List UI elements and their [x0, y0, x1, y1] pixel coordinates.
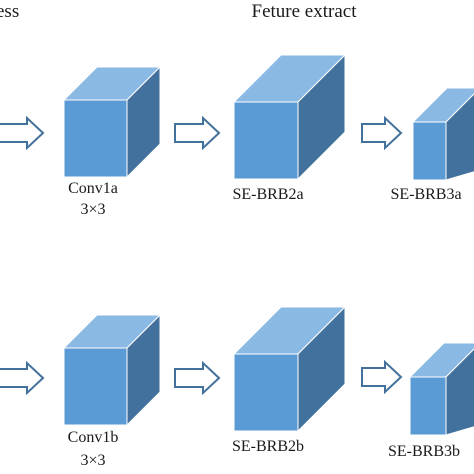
- block-label-conv1a: Conv1a: [68, 180, 118, 197]
- flow-arrow: [0, 360, 45, 396]
- block-label-se-brb2b: SE-BRB2b: [232, 438, 304, 455]
- block-label-se-brb3b: SE-BRB3b: [388, 443, 460, 460]
- flow-arrow: [174, 360, 221, 396]
- conv1a-block: [62, 65, 162, 179]
- se-brb2a-block: [232, 53, 347, 181]
- flow-arrow: [0, 115, 45, 151]
- block-front-face: [63, 99, 128, 178]
- block-front-face: [63, 347, 128, 426]
- block-label-conv1b: Conv1b: [68, 429, 119, 446]
- row-b: Conv1b 3×3 SE-BRB2b SE-BRB3b: [0, 305, 474, 469]
- block-front-face: [233, 353, 299, 432]
- se-brb3b-block: [408, 342, 474, 436]
- se-brb3a-block: [411, 87, 474, 181]
- se-brb2b-block: [232, 305, 347, 433]
- block-front-face: [233, 101, 299, 180]
- row-a: Conv1a 3×3 SE-BRB2a SE-BRB3a: [0, 53, 474, 218]
- flow-arrow: [174, 115, 221, 151]
- block-size-conv1a: 3×3: [80, 201, 105, 218]
- block-front-face: [412, 121, 447, 181]
- block-front-face: [409, 376, 447, 436]
- block-label-se-brb3a: SE-BRB3a: [390, 186, 461, 203]
- section-title-feature-extract: Feture extract: [252, 1, 358, 22]
- flow-arrow: [361, 359, 403, 395]
- flow-arrow: [361, 115, 403, 151]
- section-title-left-partial: ess: [0, 1, 19, 22]
- block-label-se-brb2a: SE-BRB2a: [232, 186, 303, 203]
- block-size-conv1b: 3×3: [80, 452, 105, 469]
- conv1b-block: [62, 313, 162, 427]
